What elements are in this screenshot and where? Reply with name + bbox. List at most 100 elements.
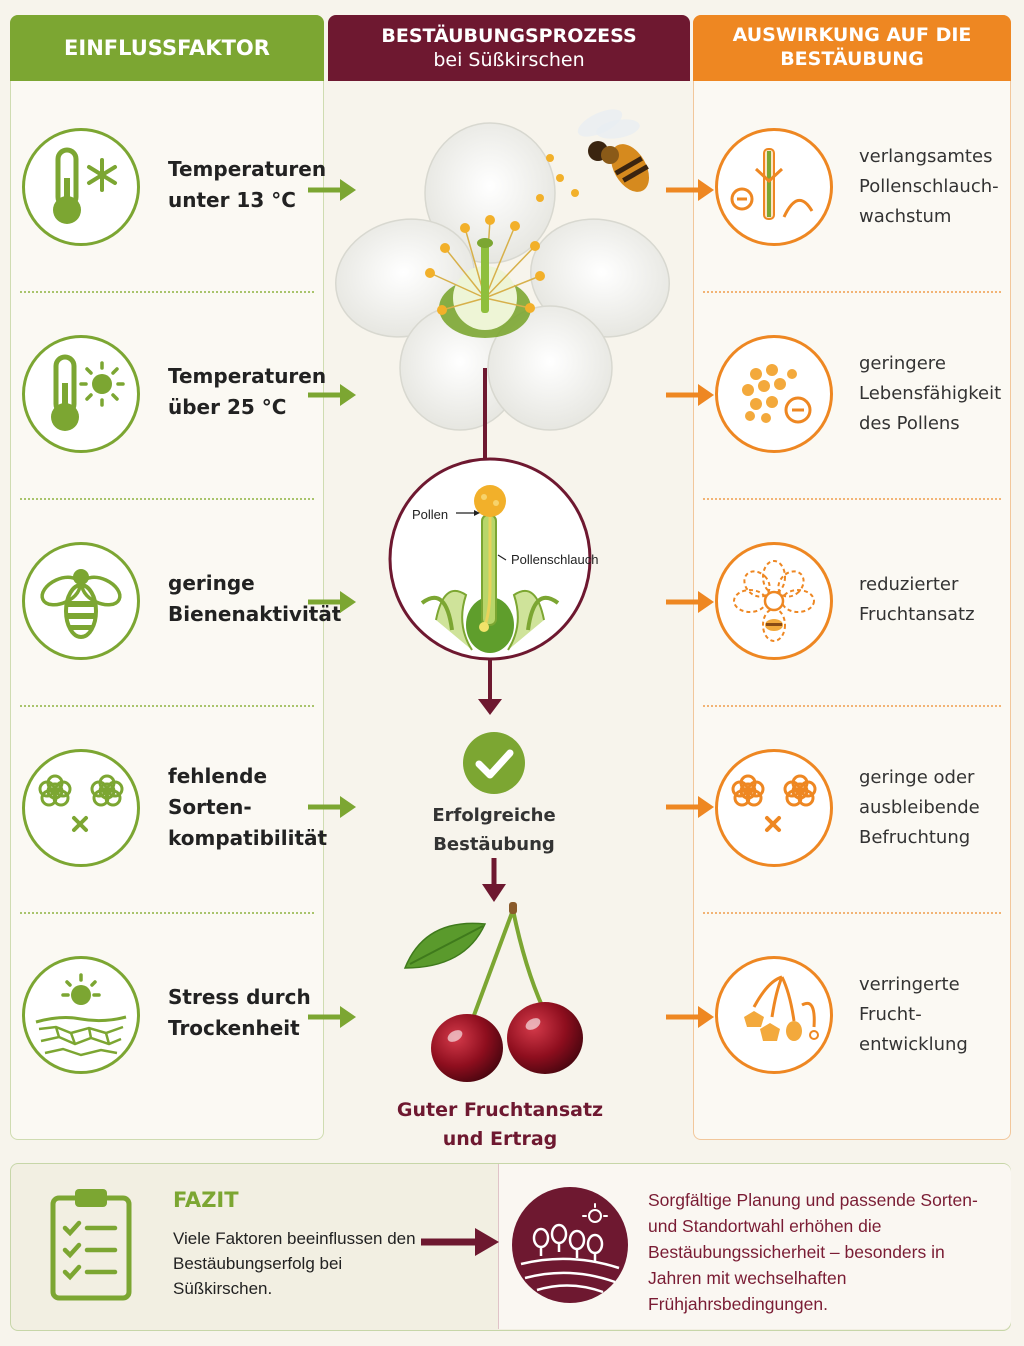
effect-row-fruit-set: reduzierter Fruchtansatz bbox=[693, 498, 1011, 705]
factor-label-cold: Temperaturen unter 13 °C bbox=[168, 154, 327, 216]
factor-row-heat: Temperaturen über 25 °C bbox=[10, 291, 327, 498]
effect-text-line: geringere bbox=[859, 353, 946, 374]
factor-row-bees: geringe Bienenaktivität bbox=[10, 498, 342, 705]
factor-label-heat: Temperaturen über 25 °C bbox=[168, 361, 327, 423]
arrow-down-icon bbox=[482, 858, 506, 902]
effect-text-line: ausbleibende bbox=[859, 797, 980, 818]
pollen-viability-icon bbox=[715, 335, 833, 453]
factor-text-line: geringe bbox=[168, 571, 255, 595]
factor-text-line: Temperaturen bbox=[168, 364, 327, 388]
arrow-right-icon bbox=[666, 384, 714, 406]
effect-label-fertilization: geringe oder ausbleibende Befruchtung bbox=[859, 763, 1009, 853]
success-text-line: Bestäubung bbox=[433, 834, 555, 855]
effect-header-line1: AUSWIRKUNG AUF DIE bbox=[732, 24, 972, 47]
clipboard-icon bbox=[50, 1189, 132, 1301]
success-label: Erfolgreiche Bestäubung bbox=[404, 801, 584, 859]
cherries-illustration bbox=[403, 902, 583, 1082]
arrow-right-icon bbox=[666, 796, 714, 818]
fazit-title: FAZIT bbox=[173, 1188, 239, 1212]
orchard-landscape-icon bbox=[512, 1187, 628, 1303]
thermometer-sun-icon bbox=[22, 335, 140, 453]
factor-label-bees: geringe Bienenaktivität bbox=[168, 568, 342, 630]
row-divider bbox=[20, 912, 314, 914]
factor-text-line: kompatibilität bbox=[168, 826, 328, 850]
cherry-blossom-illustration bbox=[334, 109, 671, 458]
pollen-label: Pollen bbox=[412, 507, 449, 522]
effect-text-line: verringerte bbox=[859, 974, 960, 995]
factor-header: EINFLUSSFAKTOR bbox=[10, 15, 324, 81]
thermometer-snowflake-icon bbox=[22, 128, 140, 246]
arrow-right-icon bbox=[308, 796, 356, 818]
effect-text-line: Lebensfähigkeit bbox=[859, 383, 1002, 404]
effect-text-line: Fruchtansatz bbox=[859, 604, 975, 625]
incompatible-flowers-icon bbox=[22, 749, 140, 867]
factor-row-compatibility: fehlende Sorten- kompatibilität bbox=[10, 705, 328, 912]
arrow-right-icon bbox=[308, 179, 356, 201]
process-header-subtitle: bei Süßkirschen bbox=[433, 49, 585, 71]
effect-text-line: Pollenschlauch- bbox=[859, 176, 999, 197]
effect-text-line: reduzierter bbox=[859, 574, 959, 595]
factor-text-line: fehlende bbox=[168, 764, 268, 788]
bee-icon bbox=[22, 542, 140, 660]
row-divider bbox=[20, 705, 314, 707]
arrow-right-icon bbox=[308, 384, 356, 406]
row-divider bbox=[703, 912, 1001, 914]
result-text-line: und Ertrag bbox=[442, 1128, 558, 1150]
effect-text-line: geringe oder bbox=[859, 767, 975, 788]
slow-pollen-tube-icon bbox=[715, 128, 833, 246]
no-fertilization-icon bbox=[715, 749, 833, 867]
fazit-text: Viele Faktoren beeinflussen den Bestäubu… bbox=[173, 1229, 416, 1298]
effect-text-line: des Pollens bbox=[859, 413, 960, 434]
arrow-right-icon bbox=[421, 1228, 499, 1256]
arrow-right-icon bbox=[666, 179, 714, 201]
factor-text-line: über 25 °C bbox=[168, 395, 287, 419]
row-divider bbox=[703, 705, 1001, 707]
factor-row-drought: Stress durch Trockenheit bbox=[10, 912, 324, 1119]
factor-text-line: unter 13 °C bbox=[168, 188, 296, 212]
process-header: BESTÄUBUNGSPROZESS bei Süßkirschen bbox=[328, 15, 690, 81]
factor-header-label: EINFLUSSFAKTOR bbox=[64, 36, 270, 60]
row-divider bbox=[703, 498, 1001, 500]
effect-text-line: Befruchtung bbox=[859, 827, 971, 848]
pollen-tube-diagram bbox=[388, 457, 592, 715]
fazit-box: FAZIT Viele Faktoren beeinflussen den Be… bbox=[10, 1163, 1011, 1331]
effect-text-line: verlangsamtes bbox=[859, 146, 993, 167]
effect-label-pollen-tube: verlangsamtes Pollenschlauch- wachstum bbox=[859, 142, 1009, 232]
effect-label-fruit-development: verringerte Frucht- entwicklung bbox=[859, 970, 1009, 1060]
effect-header-line2: BESTÄUBUNG bbox=[780, 48, 924, 70]
effect-header: AUSWIRKUNG AUF DIE BESTÄUBUNG bbox=[693, 15, 1011, 81]
result-label: Guter Fruchtansatz und Ertrag bbox=[380, 1096, 620, 1154]
effect-row-fruit-development: verringerte Frucht- entwicklung bbox=[693, 912, 1011, 1119]
factor-label-compatibility: fehlende Sorten- kompatibilität bbox=[168, 761, 328, 854]
effect-text-line: Frucht- bbox=[859, 1004, 922, 1025]
process-header-title: BESTÄUBUNGSPROZESS bbox=[381, 25, 637, 47]
factor-text-line: Temperaturen bbox=[168, 157, 327, 181]
arrow-right-icon bbox=[666, 1006, 714, 1028]
reduced-fruit-set-icon bbox=[715, 542, 833, 660]
effect-row-viability: geringere Lebensfähigkeit des Pollens bbox=[693, 291, 1011, 498]
factor-text-line: Bienenaktivität bbox=[168, 602, 342, 626]
effect-label-fruit-set: reduzierter Fruchtansatz bbox=[859, 570, 1009, 630]
arrow-right-icon bbox=[666, 591, 714, 613]
row-divider bbox=[20, 498, 314, 500]
effect-row-fertilization: geringe oder ausbleibende Befruchtung bbox=[693, 705, 1011, 912]
row-divider bbox=[20, 291, 314, 293]
factor-row-cold: Temperaturen unter 13 °C bbox=[10, 84, 327, 291]
arrow-right-icon bbox=[308, 591, 356, 613]
drought-icon bbox=[22, 956, 140, 1074]
arrow-right-icon bbox=[308, 1006, 356, 1028]
checkmark-icon bbox=[463, 732, 525, 794]
success-text-line: Erfolgreiche bbox=[432, 805, 556, 826]
effect-label-viability: geringere Lebensfähigkeit des Pollens bbox=[859, 349, 1009, 439]
factor-label-drought: Stress durch Trockenheit bbox=[168, 982, 318, 1044]
conclusion-text: Sorgfältige Planung und passende Sorten-… bbox=[648, 1190, 978, 1314]
result-text-line: Guter Fruchtansatz bbox=[396, 1099, 604, 1121]
reduced-fruit-development-icon bbox=[715, 956, 833, 1074]
bee-illustration bbox=[577, 109, 649, 192]
effect-text-line: entwicklung bbox=[859, 1034, 968, 1055]
effect-row-pollen-tube: verlangsamtes Pollenschlauch- wachstum bbox=[693, 84, 1011, 291]
factor-text-line: Sorten- bbox=[168, 795, 252, 819]
pollen-tube-label: Pollenschlauch bbox=[511, 552, 599, 567]
row-divider bbox=[703, 291, 1001, 293]
effect-text-line: wachstum bbox=[859, 206, 952, 227]
